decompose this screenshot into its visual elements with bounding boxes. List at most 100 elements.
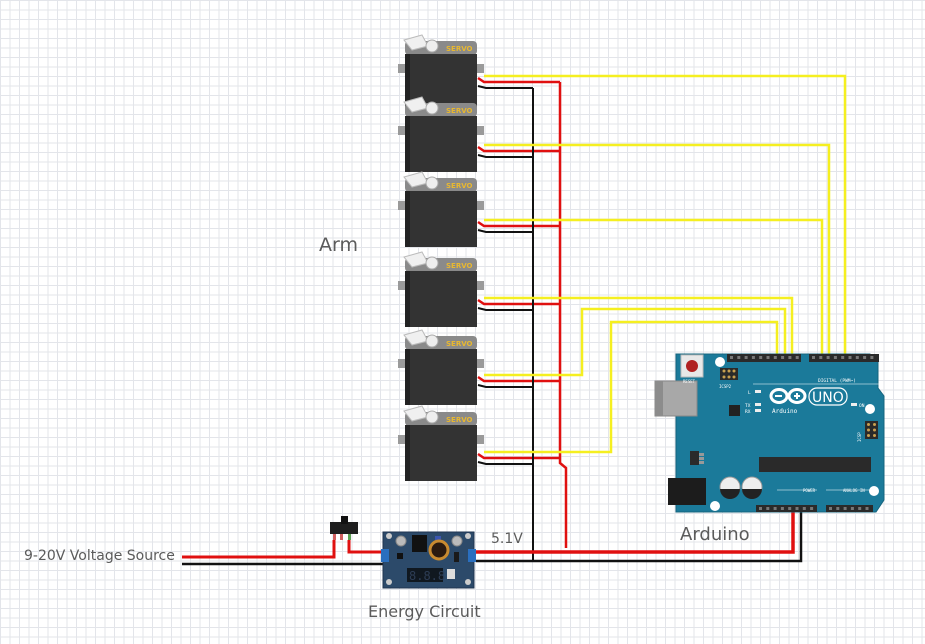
header-pin: [812, 356, 815, 359]
wires: [182, 74, 847, 566]
brand-label: Arduino: [772, 408, 798, 415]
header-pin: [795, 356, 799, 359]
header-pin: [863, 356, 867, 359]
led-tx-label: TX: [745, 403, 751, 409]
header-pin: [788, 507, 792, 510]
header-pin: [826, 356, 830, 359]
servo-body: [405, 271, 477, 327]
main-power-wire: [476, 508, 795, 554]
servo-1[interactable]: SERVO: [398, 34, 484, 110]
power-rail: [558, 82, 568, 548]
servo-body: [405, 425, 477, 481]
mode-button[interactable]: [447, 569, 455, 579]
servo-ground-wire: [477, 229, 533, 233]
switch-to-regulator-wire: [347, 540, 384, 554]
servo-4[interactable]: SERVO: [398, 251, 484, 327]
header-pin: [802, 507, 806, 510]
output-terminal[interactable]: [468, 549, 476, 562]
servo-3[interactable]: SERVO: [398, 171, 484, 247]
servo-label: SERVO: [446, 45, 473, 53]
icsp-header: ICSP: [857, 421, 878, 442]
servo-2[interactable]: SERVO: [398, 96, 484, 172]
analog-header[interactable]: [826, 505, 873, 512]
header-pin: [865, 507, 869, 510]
digital-pins: [730, 356, 874, 359]
header-pin: [795, 507, 799, 510]
header-pin: [730, 356, 733, 359]
led-on: [851, 403, 857, 406]
servo-ground-wire: [477, 154, 533, 158]
arduino-logo: UNO Arduino: [769, 387, 848, 415]
arm-label: Arm: [319, 234, 358, 256]
led-l-label: L: [748, 390, 751, 396]
header-pin: [759, 356, 763, 359]
servo-label: SERVO: [446, 416, 473, 424]
mount-hole: [869, 486, 879, 496]
signal-wire-servo-3: [484, 218, 824, 356]
header-pin: [836, 507, 840, 510]
trimpot[interactable]: [451, 535, 463, 547]
servo-power-wire: [477, 76, 560, 84]
servo-shaft: [425, 176, 439, 190]
servo-shaft: [425, 334, 439, 348]
servo-6[interactable]: SERVO: [398, 405, 484, 481]
led-l: [755, 390, 761, 393]
header-pin: [759, 507, 762, 510]
header-pin: [833, 356, 837, 359]
buck-converter-module: 8.8.8.: [381, 531, 476, 589]
header-pin: [788, 356, 792, 359]
power-switch[interactable]: [330, 516, 358, 540]
mount-hole: [710, 501, 720, 511]
servo-body: [405, 349, 477, 405]
led-rx-label: RX: [745, 409, 751, 415]
power-header[interactable]: [756, 505, 817, 512]
servo-ground-wire: [477, 85, 533, 89]
servo-shaft: [425, 256, 439, 270]
mount-hole: [715, 357, 725, 367]
servo-ground-wire: [477, 384, 533, 388]
arduino-board[interactable]: RESET ICSP2 DIGITAL (PWM~) UNO Arduino: [654, 353, 885, 513]
header-pin: [850, 507, 854, 510]
header-pin: [766, 507, 770, 510]
power-pins: [759, 507, 869, 510]
trimpot[interactable]: [395, 535, 407, 547]
servo-label: SERVO: [446, 182, 473, 190]
led-on-label: ON: [859, 403, 865, 409]
analog-label: ANALOG IN: [843, 488, 865, 493]
energy-circuit-label: Energy Circuit: [368, 602, 481, 621]
header-pin: [819, 356, 823, 359]
header-pin: [829, 507, 832, 510]
icsp2-label: ICSP2: [719, 384, 732, 389]
icsp2-header: ICSP2: [719, 368, 738, 389]
source-power-wire: [182, 540, 336, 559]
arduino-label: Arduino: [680, 524, 750, 545]
servo-side: [405, 271, 410, 327]
header-pin: [781, 356, 785, 359]
header-pin: [855, 356, 859, 359]
mount-hole: [865, 404, 875, 414]
servo-side: [405, 116, 410, 172]
header-pin: [841, 356, 845, 359]
led-rx: [755, 409, 761, 412]
atmega-chip: [759, 457, 871, 472]
header-pin: [744, 356, 748, 359]
power-label: POWER: [803, 488, 816, 493]
icsp-label: ICSP: [857, 432, 862, 442]
servo-power-wire: [477, 145, 560, 153]
reset-label: RESET: [683, 379, 696, 384]
digital-header-high[interactable]: [727, 354, 801, 362]
servo-ground-wire: [477, 307, 533, 311]
main-ground-wire: [476, 508, 803, 563]
input-terminal[interactable]: [381, 549, 389, 562]
header-pin: [751, 356, 755, 359]
servo-group: SERVO SERVO SERVO SERVO SERVO SERVO: [398, 34, 484, 481]
led-tx: [755, 403, 761, 406]
signal-wire-servo-5: [484, 307, 787, 377]
seven-segment-display: [407, 568, 443, 582]
servo-side: [405, 425, 410, 481]
header-pin: [766, 356, 770, 359]
header-pin: [848, 356, 852, 359]
servo-5[interactable]: SERVO: [398, 329, 484, 405]
servo-label: SERVO: [446, 262, 473, 270]
